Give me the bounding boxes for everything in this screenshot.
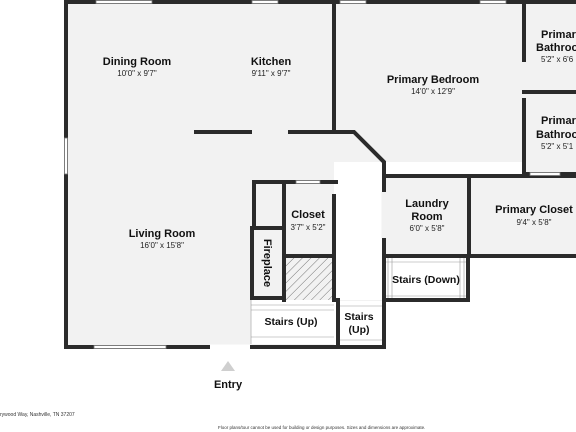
closet-dim: 3'7" x 5'2" — [291, 223, 326, 232]
primary-closet-dim: 9'4" x 5'8" — [517, 218, 552, 227]
laundry-name-line2: Room — [411, 211, 442, 223]
primary-bath-2-name: Primar — [541, 115, 576, 127]
stairs-small-white — [339, 301, 383, 345]
door-openings — [210, 192, 387, 350]
stair-treads — [250, 258, 468, 344]
living-room-dim: 16'0" x 15'8" — [140, 241, 184, 250]
kitchen-dim: 9'11" x 9'7" — [252, 69, 291, 78]
laundry-dim: 6'0" x 5'8" — [410, 224, 445, 233]
footer-disclaimer: Floor plans/tour cannot be used for buil… — [218, 425, 426, 430]
closet-name: Closet — [291, 209, 325, 221]
kitchen-name: Kitchen — [251, 56, 292, 68]
primary-bedroom-name: Primary Bedroom — [387, 74, 480, 86]
stairs-down-white — [384, 258, 468, 300]
dining-room-name: Dining Room — [103, 56, 172, 68]
footer-address: rywood Way, Nashville, TN 37207 — [0, 412, 75, 418]
stairs-up-small-line2: (Up) — [349, 324, 370, 336]
living-room-name: Living Room — [129, 228, 196, 240]
primary-bedroom-dim: 14'0" x 12'9" — [411, 87, 455, 96]
entry-label: Entry — [214, 379, 243, 391]
stairs-up-white — [251, 300, 334, 344]
stairs-down-label: Stairs (Down) — [392, 274, 460, 286]
windows — [64, 0, 561, 349]
primary-bath-1-dim: 5'2" x 6'6 — [541, 55, 574, 64]
fireplace-label: Fireplace — [261, 239, 273, 287]
dining-room-dim: 10'0" x 9'7" — [117, 69, 157, 78]
primary-bath-2-name-line2: Bathroom — [536, 129, 576, 141]
primary-bath-1-name: Primar — [541, 29, 576, 41]
primary-closet-name: Primary Closet — [495, 204, 573, 216]
primary-bath-2-dim: 5'2" x 5'1 — [541, 142, 574, 151]
laundry-name-line1: Laundry — [405, 198, 449, 210]
primary-bath-1-name-line2: Bathroom — [536, 42, 576, 54]
entry-arrow-icon — [221, 361, 235, 371]
stairs-up-main-label: Stairs (Up) — [264, 316, 317, 328]
stairs-up-small-line1: Stairs — [344, 311, 373, 323]
